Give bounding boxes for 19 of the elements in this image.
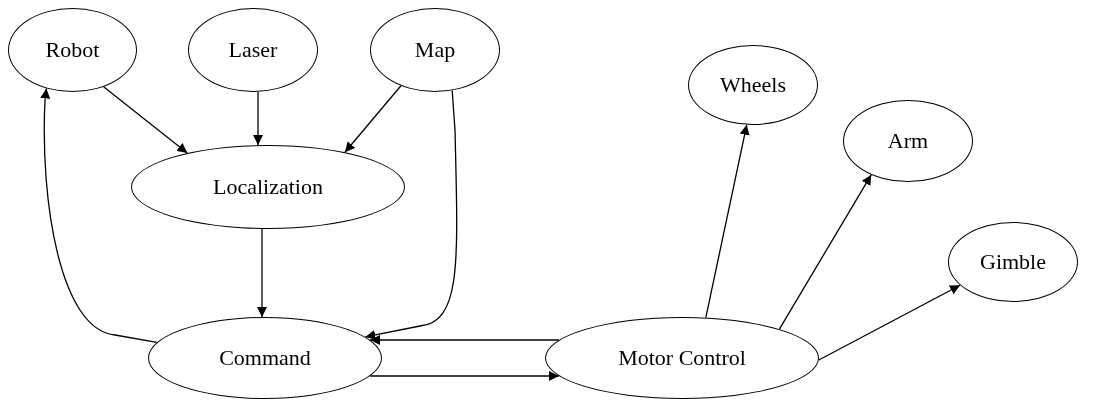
arrow bbox=[40, 87, 158, 344]
node-label: Localization bbox=[213, 173, 323, 201]
arrow bbox=[253, 91, 263, 146]
arrow bbox=[818, 284, 961, 361]
node-label: Wheels bbox=[720, 71, 786, 99]
node-label: Map bbox=[414, 36, 456, 64]
arrow bbox=[778, 174, 872, 330]
node-label: Arm bbox=[887, 127, 929, 155]
node-label: Gimble bbox=[980, 248, 1046, 276]
arrow bbox=[369, 335, 560, 345]
arrow bbox=[705, 124, 750, 319]
arrow bbox=[369, 371, 560, 381]
node-label: Command bbox=[219, 344, 311, 372]
arrow bbox=[102, 86, 188, 154]
node-label: Robot bbox=[45, 36, 100, 64]
arrow bbox=[257, 228, 267, 318]
node-label: Motor Control bbox=[618, 344, 746, 372]
node-label: Laser bbox=[228, 36, 278, 64]
arrow bbox=[344, 85, 402, 153]
